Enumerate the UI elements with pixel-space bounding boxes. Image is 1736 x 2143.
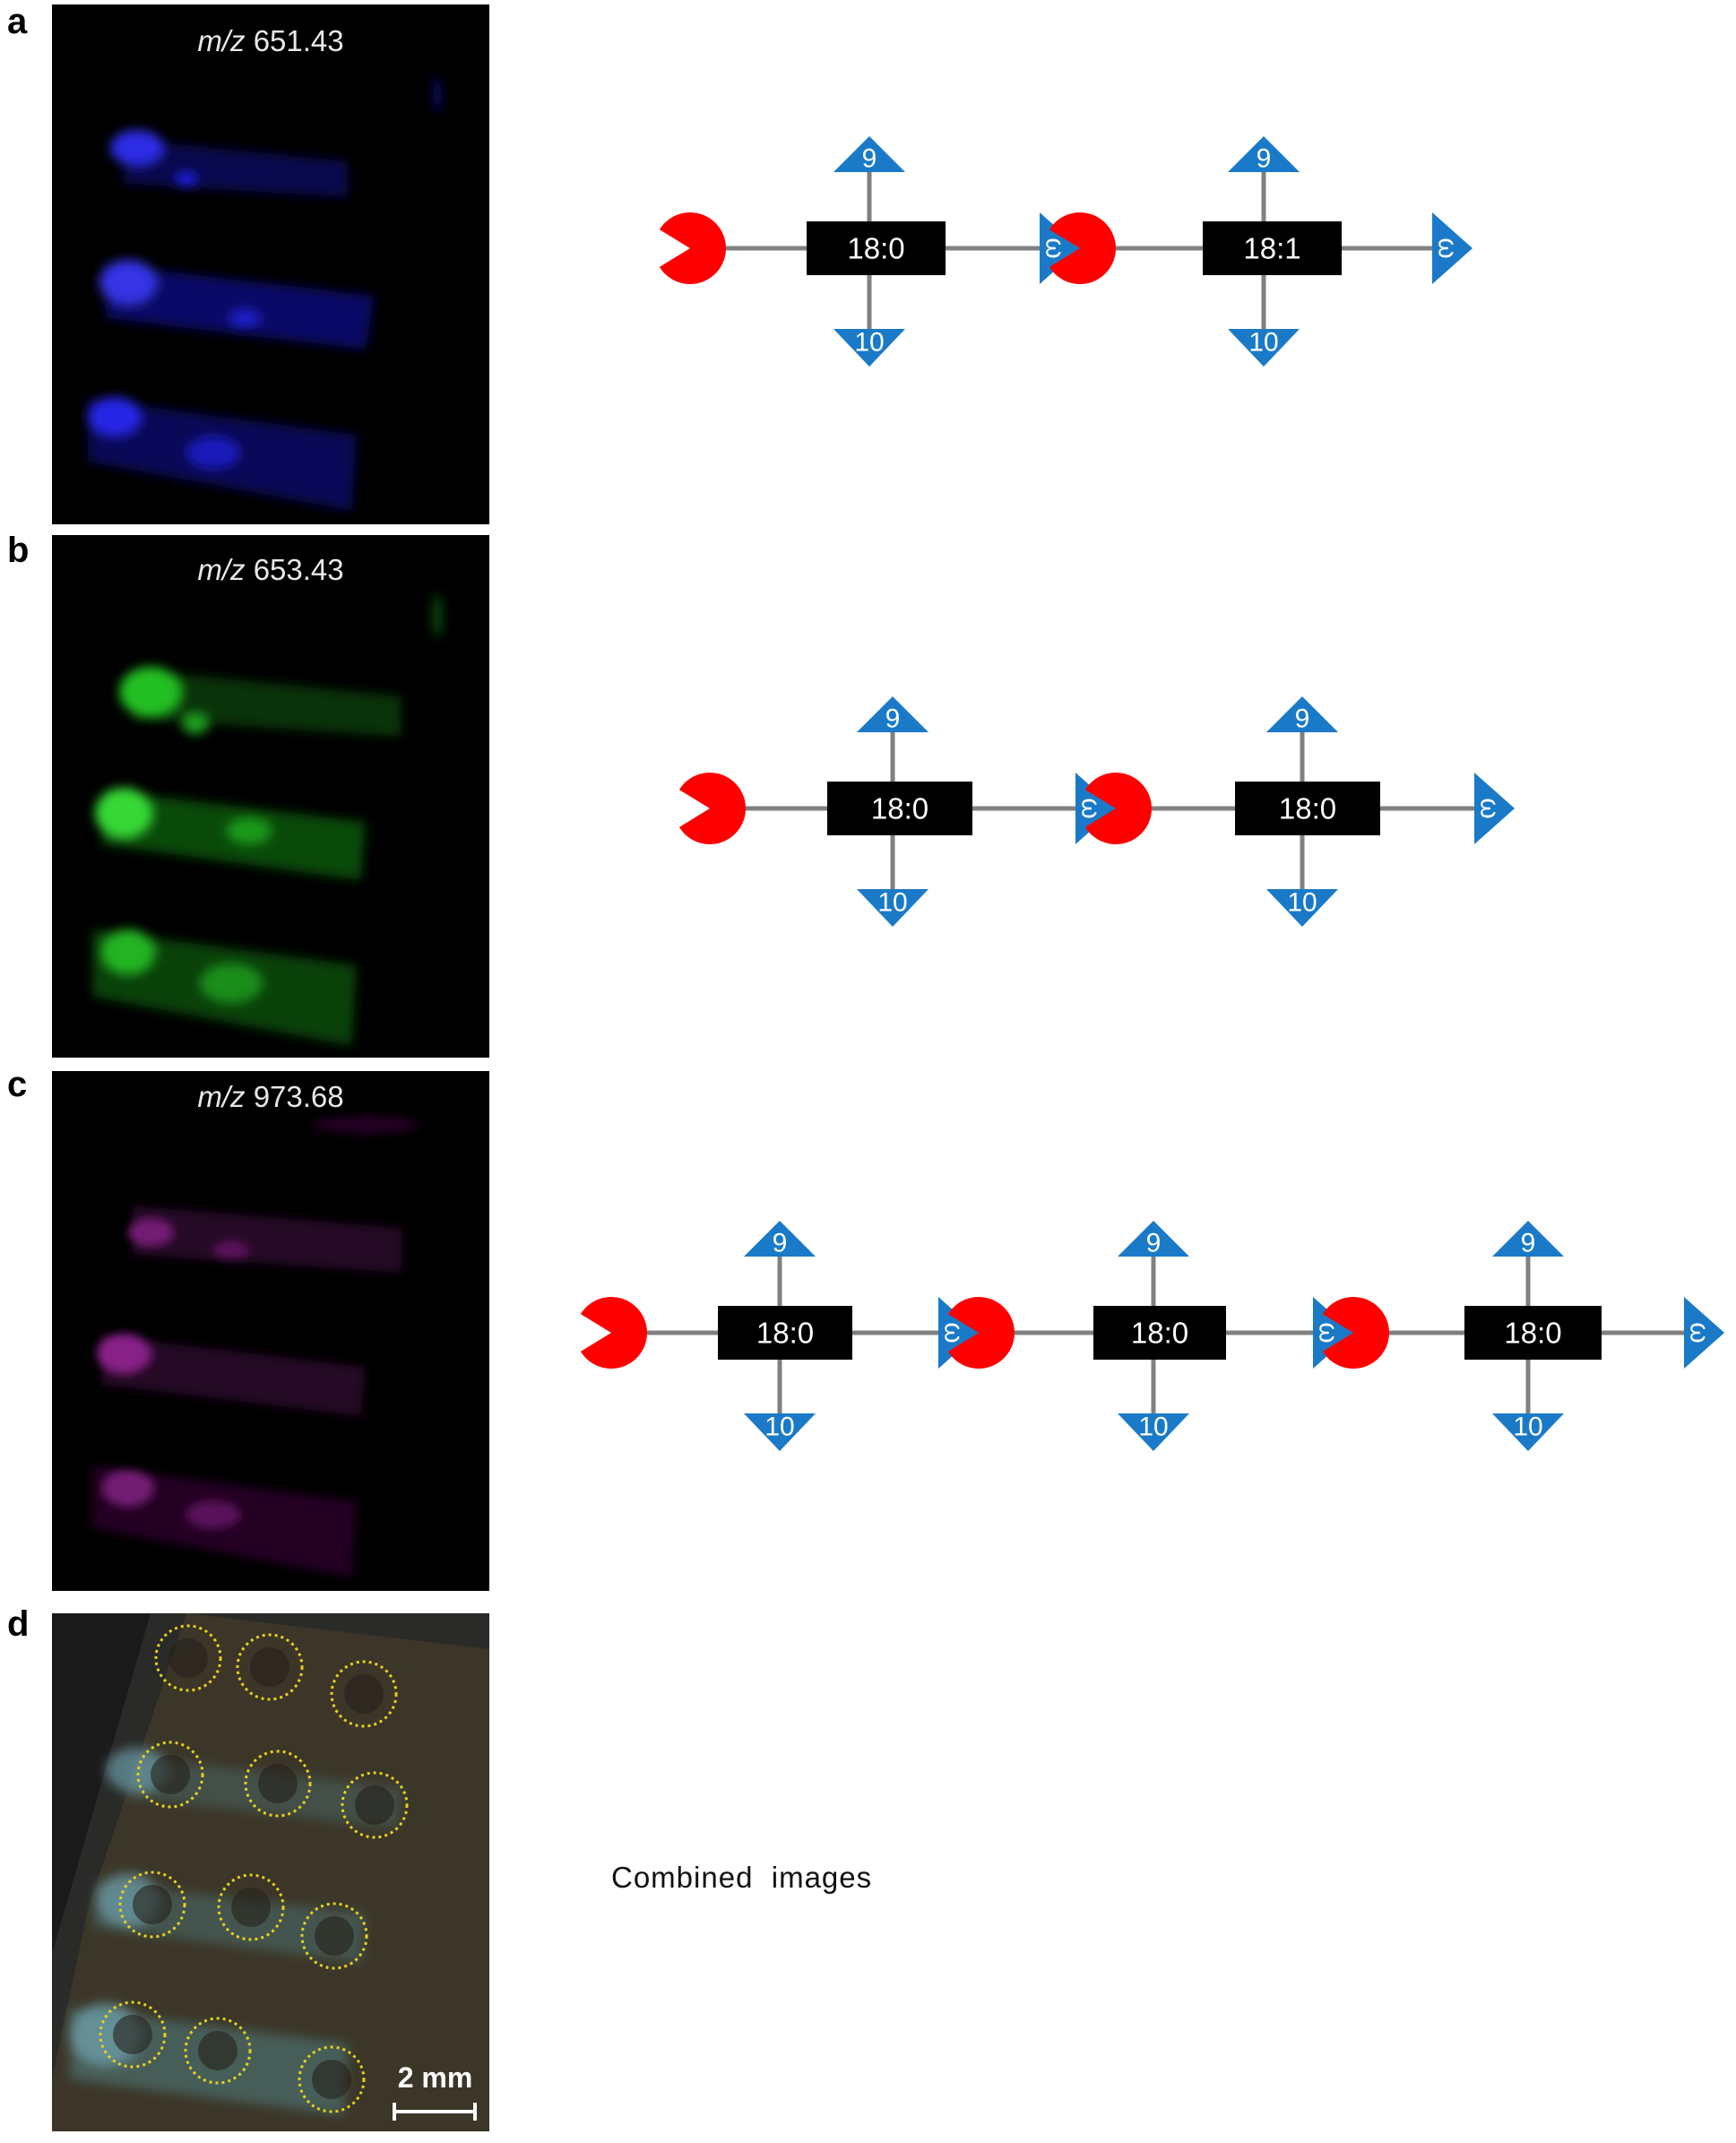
position-9-arrow-icon	[1228, 136, 1300, 172]
fatty-acid-label: 18:0	[756, 1317, 814, 1350]
position-9-label: 9	[1146, 1229, 1162, 1258]
sample-spot-circle	[341, 1771, 409, 1839]
position-9-arrow-icon	[744, 1221, 816, 1257]
headgroup-icon	[1084, 772, 1153, 844]
omega-label: ω	[1076, 798, 1106, 818]
mz-label-c: m/z 973.68	[197, 1080, 344, 1113]
msi-signal-b	[92, 593, 443, 1046]
sample-spot-circle	[184, 2017, 252, 2085]
fatty-acid-label: 18:0	[847, 232, 904, 265]
sample-spot-circle	[236, 1633, 304, 1701]
sample-spot-circle	[118, 1871, 186, 1939]
position-9-arrow-icon	[1266, 696, 1338, 732]
fatty-acid-box	[807, 221, 946, 275]
combined-images-label: Combined images	[611, 1861, 873, 1894]
sample-spot-circle	[330, 1660, 398, 1728]
sample-spot-circle	[298, 2045, 366, 2113]
msi-image-a: m/z 651.43	[52, 4, 489, 524]
scale-bar-label: 2 mm	[397, 2061, 473, 2094]
position-10-arrow-icon	[1266, 889, 1338, 927]
position-10-label: 10	[854, 328, 884, 358]
sample-spot-circle	[99, 2000, 167, 2069]
position-10-label: 10	[1138, 1413, 1168, 1442]
position-10-arrow-icon	[857, 889, 928, 927]
fatty-acid-box	[1235, 782, 1380, 835]
omega-label: ω	[1433, 238, 1463, 258]
msi-image-c: m/z 973.68	[52, 1071, 489, 1591]
fatty-acid-box	[1464, 1306, 1602, 1360]
msi-image-b: m/z 653.43	[52, 535, 489, 1058]
sample-spot-circle	[244, 1750, 312, 1818]
sample-spot-circle	[136, 1741, 204, 1809]
fatty-acid-box	[718, 1306, 852, 1360]
position-10-arrow-icon	[833, 329, 905, 367]
fatty-acid-box	[827, 782, 972, 835]
omega-label: ω	[1314, 1322, 1343, 1343]
fatty-acid-box	[1093, 1306, 1226, 1360]
panel-letter-a: a	[7, 2, 28, 41]
position-9-label: 9	[885, 704, 901, 734]
position-9-arrow-icon	[833, 136, 905, 172]
position-9-arrow-icon	[857, 696, 928, 732]
headgroup-icon	[659, 212, 726, 284]
position-10-label: 10	[877, 888, 907, 918]
position-10-arrow-icon	[1118, 1413, 1189, 1451]
fatty-acid-box	[1203, 221, 1342, 275]
omega-end-arrow-icon	[1684, 1297, 1724, 1369]
mz-label-b: m/z 653.43	[197, 553, 344, 586]
position-10-arrow-icon	[1492, 1413, 1564, 1451]
panel-letter-b: b	[7, 531, 30, 570]
msi-signal-a	[88, 76, 442, 511]
panel-letter-d: d	[7, 1604, 30, 1644]
position-9-label: 9	[1521, 1229, 1536, 1258]
omega-end-arrow-icon	[1040, 212, 1080, 284]
position-10-label: 10	[1248, 328, 1278, 358]
position-9-arrow-icon	[1118, 1221, 1189, 1257]
omega-end-arrow-icon	[1474, 773, 1515, 844]
omega-label: ω	[1685, 1322, 1714, 1343]
position-10-label: 10	[764, 1413, 794, 1442]
omega-end-arrow-icon	[1075, 773, 1116, 844]
fatty-acid-label: 18:0	[1131, 1317, 1188, 1350]
fatty-acid-label: 18:0	[1279, 792, 1336, 825]
omega-end-arrow-icon	[1313, 1297, 1353, 1369]
panel-letter-c: c	[7, 1065, 28, 1104]
headgroup-icon	[1322, 1297, 1389, 1369]
omega-label: ω	[939, 1322, 969, 1343]
mz-label-a: m/z 651.43	[197, 24, 344, 57]
optical-image-d: 2 mm	[52, 1613, 489, 2131]
fatty-acid-label: 18:1	[1243, 232, 1300, 265]
optical-photo-d	[52, 1613, 489, 2131]
position-9-label: 9	[1257, 144, 1272, 174]
headgroup-icon	[1049, 212, 1116, 284]
headgroup-icon	[947, 1297, 1015, 1369]
position-9-label: 9	[1295, 704, 1310, 734]
msi-signal-c	[92, 1116, 419, 1577]
fatty-acid-label: 18:0	[871, 792, 928, 825]
headgroup-icon	[678, 772, 747, 844]
position-9-arrow-icon	[1492, 1221, 1564, 1257]
position-9-label: 9	[862, 144, 877, 174]
sample-spot-circle	[154, 1624, 222, 1692]
omega-end-arrow-icon	[1432, 212, 1473, 284]
position-10-arrow-icon	[1228, 329, 1300, 367]
omega-label: ω	[1475, 798, 1505, 818]
position-10-label: 10	[1513, 1413, 1542, 1442]
sample-spot-circle	[217, 1873, 285, 1941]
omega-end-arrow-icon	[938, 1297, 979, 1369]
position-9-label: 9	[773, 1229, 788, 1258]
headgroup-icon	[580, 1297, 648, 1369]
sample-spot-circle	[300, 1902, 368, 1970]
omega-label: ω	[1041, 238, 1070, 258]
fatty-acid-label: 18:0	[1504, 1317, 1561, 1350]
position-10-label: 10	[1287, 888, 1317, 918]
position-10-arrow-icon	[744, 1413, 816, 1451]
